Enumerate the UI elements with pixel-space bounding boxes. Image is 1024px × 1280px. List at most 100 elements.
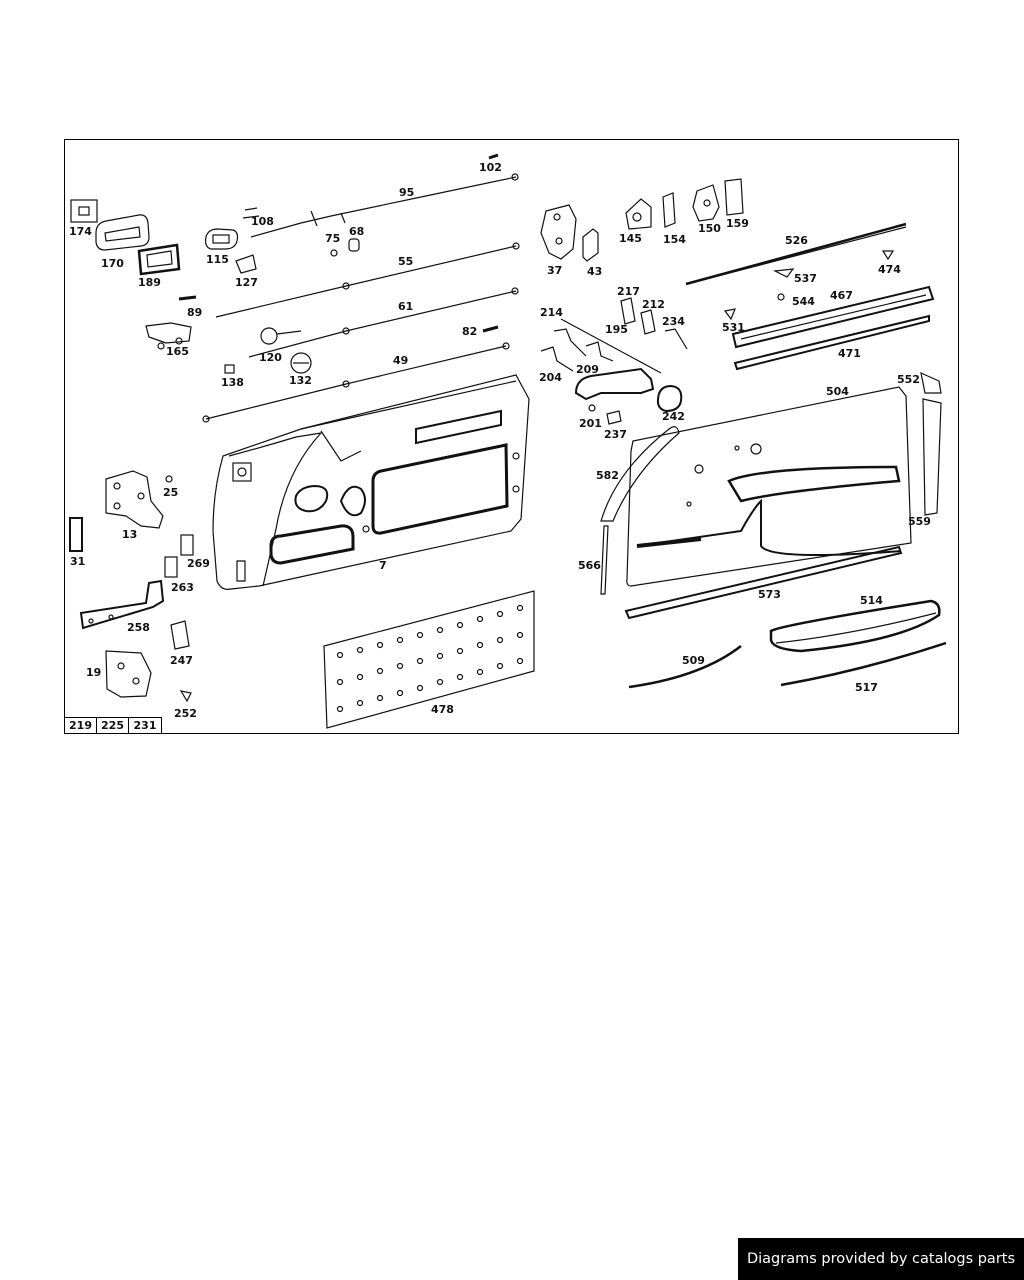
label-242: 242 [662,410,685,423]
label-537: 537 [794,272,817,285]
part-159-drawing [724,178,744,216]
label-263: 263 [171,581,194,594]
part-150-drawing [692,184,720,222]
part-195-drawing [553,328,587,357]
trim-509-drawing [628,645,742,689]
part-145-drawing [625,198,652,230]
label-204: 204 [539,371,562,384]
rod-55-drawing [215,245,517,318]
label-217: 217 [617,285,640,298]
label-49: 49 [393,354,408,367]
part-582-drawing [600,426,680,522]
label-55: 55 [398,255,413,268]
label-132: 132 [289,374,312,387]
trim-467-drawing [731,285,935,349]
label-247: 247 [170,654,193,667]
part-552-drawing [920,371,942,394]
label-61: 61 [398,300,413,313]
sheet-478-holes [336,604,524,713]
label-120: 120 [259,351,282,364]
part-531-drawing [723,308,736,321]
part-43-drawing [582,228,599,262]
trim-471-drawing [733,314,930,371]
label-526: 526 [785,234,808,247]
label-108: 108 [251,215,274,228]
part-201-drawing [588,404,596,412]
label-189: 189 [138,276,161,289]
rod-95-drawing [250,176,517,238]
reference-cell-231[interactable]: 231 [128,717,162,734]
part-214-line [560,318,662,374]
label-531: 531 [722,321,745,334]
label-75: 75 [325,232,340,245]
label-258: 258 [127,621,150,634]
reference-cell-225[interactable]: 225 [96,717,129,734]
label-159: 159 [726,217,749,230]
trim-573-drawing [624,545,903,620]
label-150: 150 [698,222,721,235]
part-566-drawing [600,525,609,595]
part-165-drawing [145,322,192,344]
label-517: 517 [855,681,878,694]
label-13: 13 [122,528,137,541]
label-174: 174 [69,225,92,238]
part-269-drawing [180,534,194,556]
label-559: 559 [908,515,931,528]
part-258-drawing [79,579,165,630]
label-467: 467 [830,289,853,302]
part-89-drawing [178,295,197,301]
part-174-drawing [70,199,98,223]
label-509: 509 [682,654,705,667]
trim-517-drawing [780,641,947,687]
label-214: 214 [540,306,563,319]
label-25: 25 [163,486,178,499]
label-566: 566 [578,559,601,572]
part-474-drawing [881,250,895,261]
label-115: 115 [206,253,229,266]
label-154: 154 [663,233,686,246]
part-13-drawing [105,470,164,529]
label-102: 102 [479,161,502,174]
attribution-text: Diagrams provided by catalogs parts [746,1251,1016,1267]
part-204-drawing [540,346,574,372]
part-247-drawing [170,620,190,650]
label-234: 234 [662,315,685,328]
door-shell-7-drawing [212,374,530,590]
door-panel-504-drawing [626,386,912,587]
label-552: 552 [897,373,920,386]
part-132-drawing [290,352,312,374]
label-31: 31 [70,555,85,568]
part-115-drawing [204,228,239,250]
part-537-drawing [772,268,795,278]
label-19: 19 [86,666,101,679]
rod-61-drawing [248,290,517,358]
part-37-drawing [540,204,577,260]
label-514: 514 [860,594,883,607]
label-212: 212 [642,298,665,311]
label-95: 95 [399,186,414,199]
label-43: 43 [587,265,602,278]
part-19-drawing [105,650,152,698]
label-82: 82 [462,325,477,338]
part-217-drawing [620,297,636,325]
attribution-badge: Diagrams provided by catalogs parts [738,1238,1024,1280]
reference-cell-219[interactable]: 219 [64,717,97,734]
label-37: 37 [547,264,562,277]
rod-49-drawing [205,345,507,420]
label-7: 7 [379,559,387,572]
part-170-drawing [95,214,150,251]
part-25-drawing [165,475,173,483]
part-209-drawing [585,341,614,362]
part-189-drawing [137,243,181,276]
label-89: 89 [187,306,202,319]
part-154-drawing [662,192,676,228]
label-252: 252 [174,707,197,720]
parts-diagram-frame: 102 95 174 108 170 189 115 127 75 68 55 … [64,139,959,734]
part-82-drawing [482,325,499,333]
label-165: 165 [166,345,189,358]
exploded-parts-diagram: 102 95 174 108 170 189 115 127 75 68 55 … [69,153,947,729]
part-544-drawing [777,293,785,301]
label-269: 269 [187,557,210,570]
part-242-drawing [656,384,683,413]
label-471: 471 [838,347,861,360]
